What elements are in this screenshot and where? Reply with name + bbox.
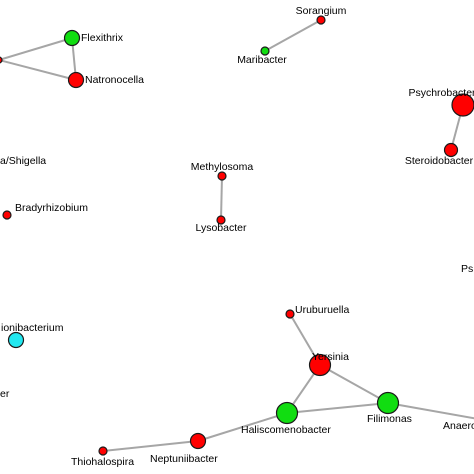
label-filimonas: Filimonas xyxy=(367,413,412,425)
label-lysobacter: Lysobacter xyxy=(196,222,247,234)
node-left-hub xyxy=(0,56,3,64)
label-shigella: a/Shigella xyxy=(0,155,46,167)
label-methylosoma: Methylosoma xyxy=(191,161,254,173)
label-bradyrhizobium: Bradyrhizobium xyxy=(15,202,88,214)
edge-haliscomenobacter-neptuniibacter xyxy=(197,412,288,442)
edge-filimonas-anaero-partial xyxy=(387,402,474,420)
edge-neptuniibacter-thiohalospira xyxy=(102,440,199,452)
node-steroidobacter xyxy=(443,142,459,158)
label-anaero-partial: Anaero xyxy=(443,420,474,432)
label-natronocella: Natronocella xyxy=(85,74,144,86)
node-psychrobacter xyxy=(451,93,474,117)
node-neptuniibacter xyxy=(189,432,207,450)
node-yersinia xyxy=(308,353,332,377)
label-haliscomenobacter: Haliscomenobacter xyxy=(241,424,331,436)
node-lysobacter xyxy=(216,215,226,225)
edge-sorangium-maribacter xyxy=(264,19,322,52)
node-methylosoma xyxy=(217,171,227,181)
node-thiohalospira xyxy=(98,446,108,456)
edge-methylosoma-lysobacter xyxy=(220,175,223,221)
node-natronocella xyxy=(67,71,85,89)
label-neptuniibacter: Neptuniibacter xyxy=(150,453,218,465)
label-propionibacterium: ionibacterium xyxy=(1,322,64,334)
node-flexithrix xyxy=(63,29,81,47)
node-sorangium xyxy=(316,15,326,25)
node-haliscomenobacter xyxy=(275,401,299,425)
node-uruburuella xyxy=(285,309,295,319)
edges-layer xyxy=(0,19,474,452)
label-maribacter: Maribacter xyxy=(237,54,287,66)
label-pse-partial: Ps xyxy=(461,263,473,275)
label-thiohalospira: Thiohalospira xyxy=(71,456,134,468)
label-sorangium: Sorangium xyxy=(296,5,347,17)
edge-yersinia-filimonas xyxy=(319,364,389,404)
node-bradyrhizobium xyxy=(2,210,12,220)
nodes-layer xyxy=(0,15,474,456)
node-filimonas xyxy=(376,391,400,415)
label-steroidobacter: Steroidobacter xyxy=(405,155,474,167)
node-maribacter xyxy=(260,46,270,56)
edge-left-hub-natronocella xyxy=(0,59,77,81)
edge-left-hub-flexithrix xyxy=(0,37,73,61)
node-propionibacterium xyxy=(7,331,25,349)
label-yersinia: Yersinia xyxy=(312,351,349,363)
label-uruburuella: Uruburuella xyxy=(295,304,349,316)
label-left-bottom-partial: er xyxy=(0,388,10,400)
label-psychrobacter: Psychrobacter xyxy=(408,87,474,99)
edge-haliscomenobacter-filimonas xyxy=(286,402,389,414)
label-flexithrix: Flexithrix xyxy=(81,32,124,44)
